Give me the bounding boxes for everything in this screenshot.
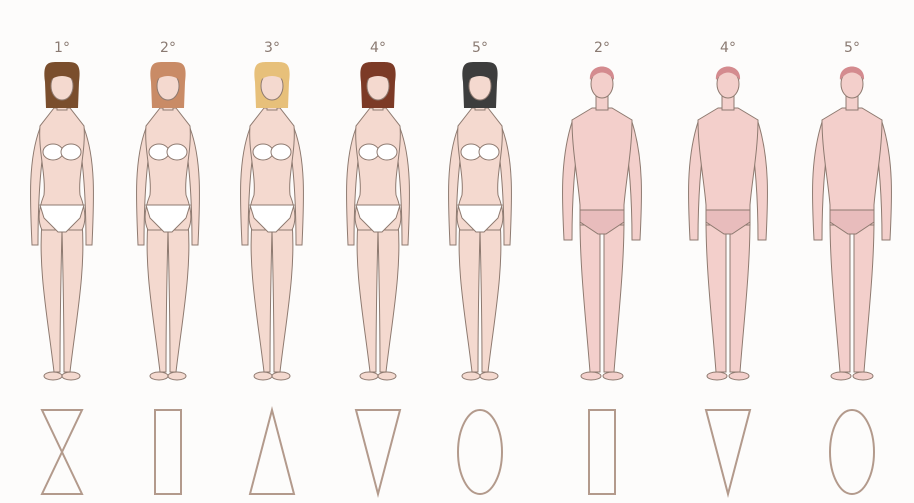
right-leg bbox=[272, 222, 293, 372]
left-foot bbox=[462, 372, 480, 380]
right-leg bbox=[480, 222, 501, 372]
left-leg bbox=[459, 222, 480, 372]
figure-8 bbox=[812, 67, 891, 495]
torso bbox=[822, 108, 882, 225]
shape-triangle-icon bbox=[250, 410, 294, 494]
bra-left-cup bbox=[43, 144, 63, 160]
bra-left-cup bbox=[253, 144, 273, 160]
bra-right-cup bbox=[167, 144, 187, 160]
right-leg bbox=[730, 220, 750, 372]
right-foot bbox=[378, 372, 396, 380]
torso bbox=[572, 108, 632, 225]
shape-inverted-triangle-icon bbox=[706, 410, 750, 494]
figure-label: 1° bbox=[32, 40, 92, 56]
figure-label: 5° bbox=[822, 40, 882, 56]
left-foot bbox=[360, 372, 378, 380]
shape-oval-icon bbox=[458, 410, 502, 494]
figure-1 bbox=[30, 62, 93, 494]
left-foot bbox=[150, 372, 168, 380]
right-foot bbox=[853, 372, 873, 380]
left-leg bbox=[357, 222, 378, 372]
left-leg bbox=[706, 220, 726, 372]
left-foot bbox=[581, 372, 601, 380]
right-leg bbox=[62, 222, 83, 372]
right-foot bbox=[480, 372, 498, 380]
bra-right-cup bbox=[61, 144, 81, 160]
right-leg bbox=[168, 222, 189, 372]
right-leg bbox=[854, 220, 874, 372]
bra-right-cup bbox=[271, 144, 291, 160]
right-leg bbox=[604, 220, 624, 372]
figure-label: 2° bbox=[572, 40, 632, 56]
figure-label: 3° bbox=[242, 40, 302, 56]
left-leg bbox=[580, 220, 600, 372]
right-foot bbox=[272, 372, 290, 380]
bra-left-cup bbox=[149, 144, 169, 160]
right-foot bbox=[62, 372, 80, 380]
torso bbox=[698, 108, 758, 225]
left-foot bbox=[831, 372, 851, 380]
bra-right-cup bbox=[479, 144, 499, 160]
shape-rectangle-icon bbox=[155, 410, 181, 494]
left-foot bbox=[707, 372, 727, 380]
left-leg bbox=[147, 222, 168, 372]
figure-5 bbox=[448, 62, 511, 494]
shape-rectangle-icon bbox=[589, 410, 615, 494]
left-leg bbox=[41, 222, 62, 372]
shape-inverted-triangle-icon bbox=[356, 410, 400, 494]
left-foot bbox=[44, 372, 62, 380]
bra-right-cup bbox=[377, 144, 397, 160]
right-foot bbox=[729, 372, 749, 380]
left-foot bbox=[254, 372, 272, 380]
right-foot bbox=[168, 372, 186, 380]
figure-6 bbox=[562, 67, 641, 495]
figure-label: 5° bbox=[450, 40, 510, 56]
bra-left-cup bbox=[461, 144, 481, 160]
right-leg bbox=[378, 222, 399, 372]
figure-label: 2° bbox=[138, 40, 198, 56]
figure-2 bbox=[136, 62, 199, 494]
figure-7 bbox=[688, 67, 767, 495]
figure-label: 4° bbox=[348, 40, 408, 56]
shape-oval-icon bbox=[830, 410, 874, 494]
left-leg bbox=[251, 222, 272, 372]
figure-3 bbox=[240, 62, 303, 494]
left-leg bbox=[830, 220, 850, 372]
figure-4 bbox=[346, 62, 409, 494]
bra-left-cup bbox=[359, 144, 379, 160]
right-foot bbox=[603, 372, 623, 380]
shape-hourglass-icon bbox=[42, 410, 82, 494]
figure-label: 4° bbox=[698, 40, 758, 56]
